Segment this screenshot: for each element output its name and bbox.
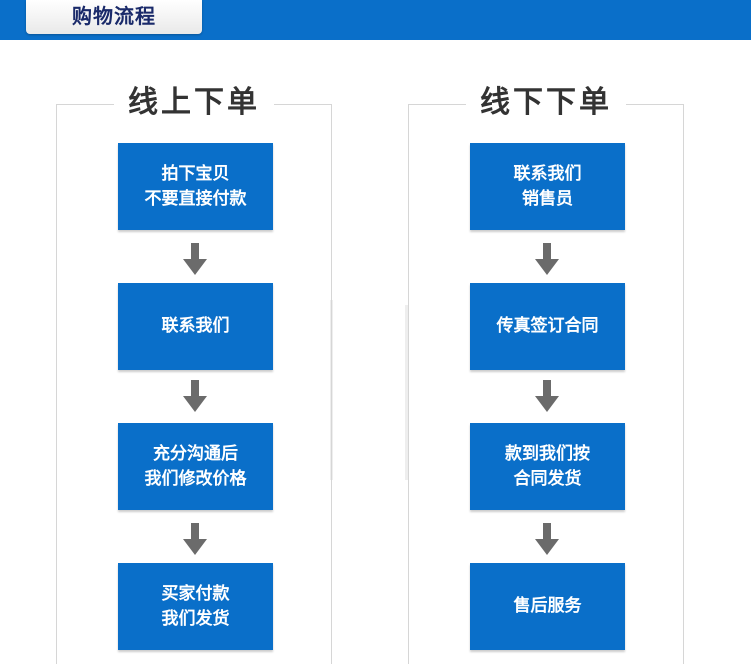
offline-step-2: 传真签订合同 <box>470 283 625 370</box>
offline-order-title: 线下下单 <box>466 80 626 126</box>
offline-step-3: 款到我们按 合同发货 <box>470 423 625 510</box>
step-line: 售后服务 <box>513 596 582 616</box>
step-line: 销售员 <box>522 188 573 209</box>
step-line: 传真签订合同 <box>496 316 599 336</box>
down-arrow-icon <box>535 523 559 555</box>
online-step-3: 充分沟通后 我们修改价格 <box>118 423 273 510</box>
offline-step-4: 售后服务 <box>470 563 625 650</box>
step-line: 买家付款 <box>161 583 230 604</box>
step-line: 不要直接付款 <box>144 188 247 209</box>
offline-step-1: 联系我们 销售员 <box>470 143 625 230</box>
online-step-1: 拍下宝贝 不要直接付款 <box>118 143 273 230</box>
page-title: 购物流程 <box>72 4 156 28</box>
down-arrow-icon <box>183 243 207 275</box>
step-line: 款到我们按 <box>505 443 590 464</box>
online-step-2: 联系我们 <box>118 283 273 370</box>
down-arrow-icon <box>183 380 207 412</box>
header-bar: 购物流程 <box>0 0 751 40</box>
step-line: 我们发货 <box>161 608 230 629</box>
down-arrow-icon <box>183 523 207 555</box>
step-line: 合同发货 <box>513 468 582 489</box>
down-arrow-icon <box>535 380 559 412</box>
online-step-4: 买家付款 我们发货 <box>118 563 273 650</box>
step-line: 联系我们 <box>161 316 230 336</box>
step-line: 充分沟通后 <box>153 443 238 464</box>
offline-order-panel: 线下下单 联系我们 销售员 传真签订合同 款到我们按 合同发货 售后服务 <box>408 80 684 664</box>
header-tab[interactable]: 购物流程 <box>26 0 202 34</box>
step-line: 拍下宝贝 <box>161 163 230 184</box>
down-arrow-icon <box>535 243 559 275</box>
watermark-stroke <box>405 305 408 480</box>
online-order-title: 线上下单 <box>114 80 274 126</box>
step-line: 联系我们 <box>513 163 582 184</box>
online-order-panel: 线上下单 拍下宝贝 不要直接付款 联系我们 充分沟通后 我们修改价格 买家付款 … <box>56 80 332 664</box>
step-line: 我们修改价格 <box>144 468 247 489</box>
